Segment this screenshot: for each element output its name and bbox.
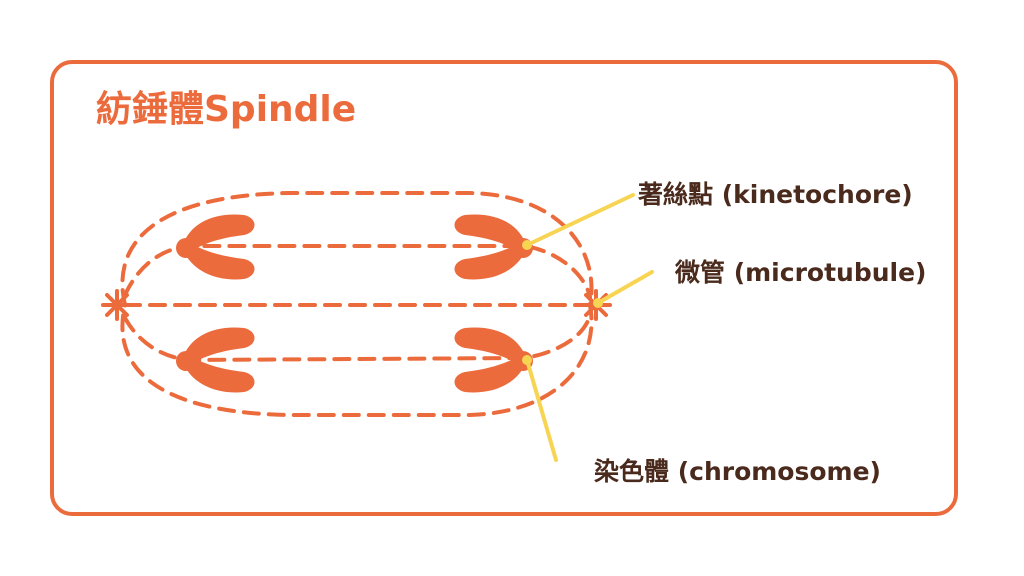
left-pole-aster [101,289,133,321]
label-microtubule: 微管 (microtubule) [675,258,927,287]
diagram-frame [50,60,958,516]
label-chromosome: 染色體 (chromosome) [594,457,881,486]
diagram-title: 紡錘體Spindle [96,89,357,130]
microtubule-lower-inner [123,313,592,363]
chromosome-lower-left [176,327,255,393]
microtubule-upper-inner [123,244,592,299]
leader-microtubule [593,270,654,308]
chromosome-upper-left [176,214,255,280]
leader-kinetochore [522,193,635,250]
leader-chromosome [522,355,558,462]
label-kinetochore: 著絲點 (kinetochore) [638,180,913,209]
